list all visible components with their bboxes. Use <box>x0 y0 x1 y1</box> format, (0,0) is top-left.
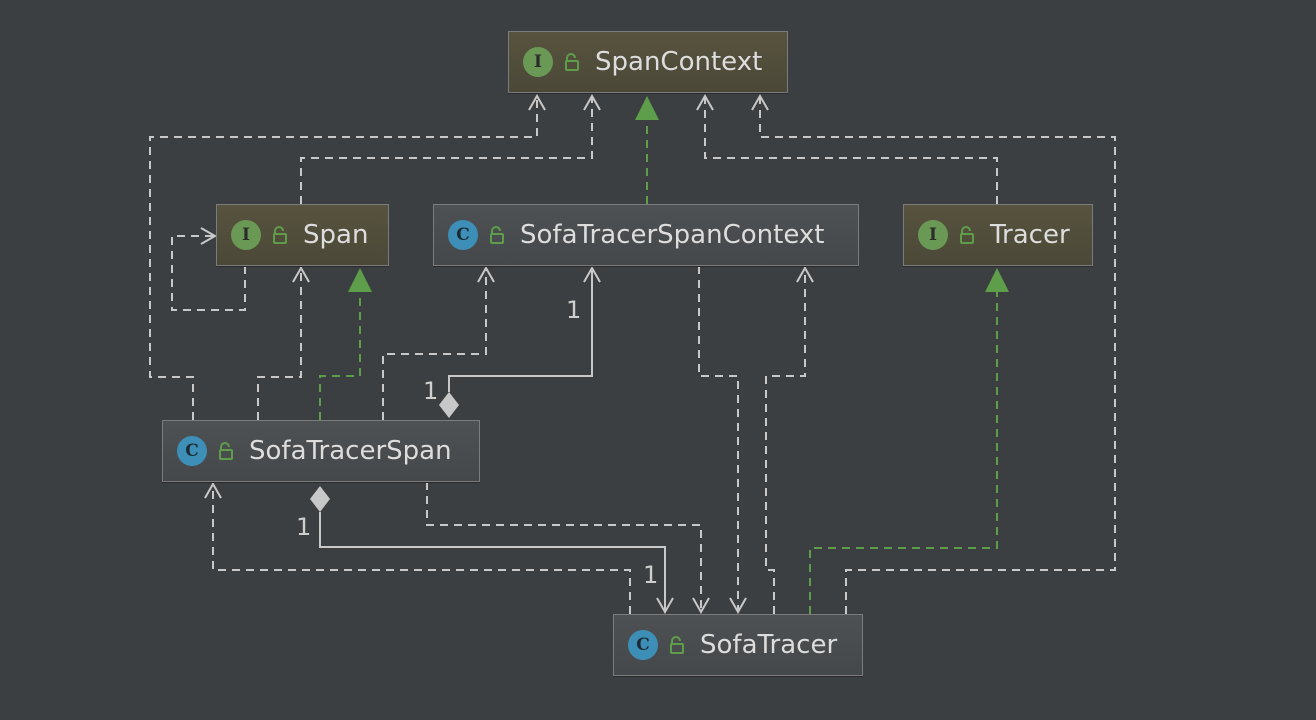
node-sofatracerspan[interactable]: C SofaTracerSpan <box>162 420 480 482</box>
edge-span-spancontext <box>300 96 593 204</box>
edge-realization-sofatracerspan-span <box>319 292 361 420</box>
multiplicity-label: 1 <box>643 561 659 589</box>
node-spancontext[interactable]: I SpanContext <box>508 31 788 93</box>
edge-sofatracerspancontext-sofatracer <box>698 266 739 612</box>
arrowhead-spancontext-3 <box>696 93 714 111</box>
composition-diamond-sofatracerspan <box>439 392 459 418</box>
arrowhead-sofatracer-2 <box>692 597 710 615</box>
multiplicity-label: 1 <box>566 296 582 324</box>
node-name: Tracer <box>990 220 1070 250</box>
unlocked-padlock-icon <box>271 225 289 245</box>
class-badge-icon: C <box>448 220 478 250</box>
edge-sofatracerspan-sofatracer <box>426 482 702 612</box>
unlocked-padlock-icon <box>563 52 581 72</box>
edge-composition-tracer-span <box>319 512 666 612</box>
edge-sofatracerspan-spancontext-left <box>149 96 538 420</box>
edge-sofatracerspan-sofatracerspancontext <box>382 268 487 420</box>
arrowhead-spancontext-4 <box>751 93 769 111</box>
interface-badge-icon: I <box>231 220 261 250</box>
node-sofatracerspancontext[interactable]: C SofaTracerSpanContext <box>433 204 859 266</box>
multiplicity-label: 1 <box>296 513 312 541</box>
node-tracer[interactable]: I Tracer <box>903 204 1093 266</box>
multiplicity-label: 1 <box>423 377 439 405</box>
node-sofatracer[interactable]: C SofaTracer <box>613 614 863 676</box>
arrowhead-sofatracerspancontext-3 <box>796 265 814 283</box>
edge-sofatracer-sofatracerspancontext <box>765 268 806 614</box>
arrowhead-sofatracerspancontext-1 <box>477 265 495 283</box>
node-name: SofaTracer <box>700 630 838 660</box>
edge-span-self <box>171 235 246 311</box>
composition-diamond-sofatracer <box>310 486 330 512</box>
arrowhead-sofatracerspancontext-2 <box>583 265 601 283</box>
edge-composition-span-context <box>448 270 593 392</box>
class-badge-icon: C <box>177 436 207 466</box>
node-name: SofaTracerSpanContext <box>520 220 825 250</box>
edge-sofatracerspan-span <box>257 268 302 420</box>
arrowhead-spancontext-1 <box>528 93 546 111</box>
unlocked-padlock-icon <box>668 635 686 655</box>
interface-badge-icon: I <box>523 47 553 77</box>
interface-badge-icon: I <box>918 220 948 250</box>
node-name: SpanContext <box>595 47 763 77</box>
edge-sofatracer-sofatracerspan <box>212 484 631 614</box>
arrowhead-sofatracer-3 <box>729 597 747 615</box>
realization-arrowhead-span <box>348 268 372 292</box>
class-badge-icon: C <box>628 630 658 660</box>
node-span[interactable]: I Span <box>216 204 389 266</box>
edge-realization-sofatracer-tracer <box>809 292 998 614</box>
edge-sofatracer-spancontext-right <box>759 96 1116 614</box>
arrowhead-span <box>292 265 310 283</box>
realization-arrowhead-spancontext <box>635 96 659 120</box>
node-name: SofaTracerSpan <box>249 436 452 466</box>
unlocked-padlock-icon <box>488 225 506 245</box>
arrowhead-spancontext-2 <box>583 93 601 111</box>
edge-tracer-spancontext <box>704 96 998 204</box>
arrowhead-span-self <box>200 227 218 245</box>
unlocked-padlock-icon <box>958 225 976 245</box>
node-name: Span <box>303 220 369 250</box>
arrowhead-sofatracerspan <box>204 481 222 499</box>
realization-arrowhead-tracer <box>985 268 1009 292</box>
unlocked-padlock-icon <box>217 441 235 461</box>
